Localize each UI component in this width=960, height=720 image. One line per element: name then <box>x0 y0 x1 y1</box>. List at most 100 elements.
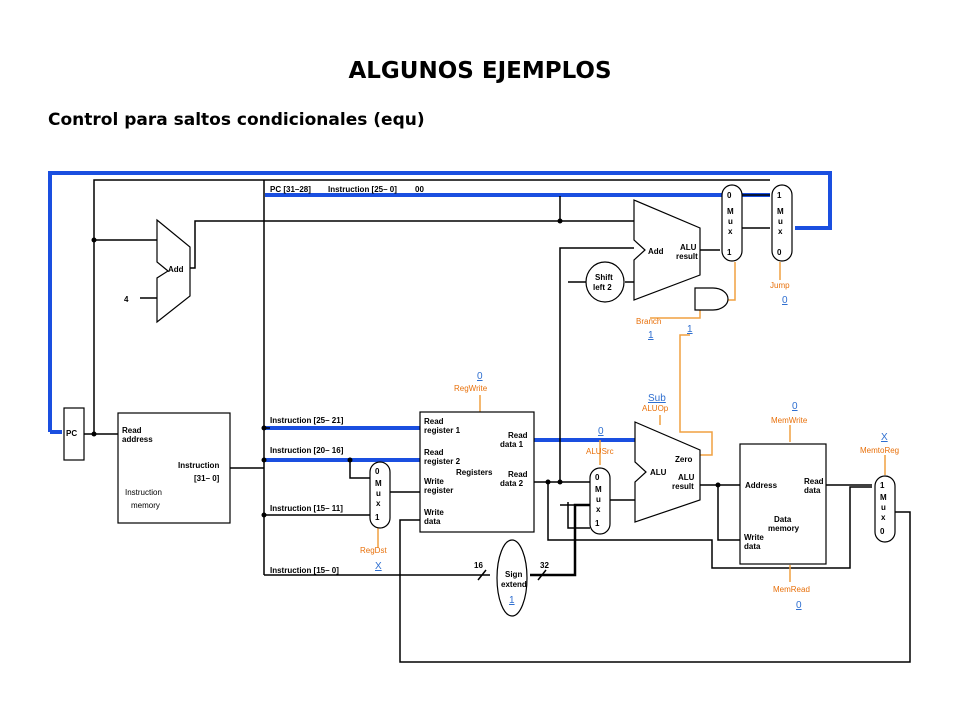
bits-32-label: 32 <box>540 561 549 570</box>
branch-mux-1: 1 <box>727 248 732 257</box>
pc-register <box>63 407 85 461</box>
regdst-mux-1: 1 <box>375 513 380 522</box>
read-reg2-label: Read <box>424 448 444 457</box>
read-reg2-label-2: register 2 <box>424 457 461 466</box>
jump-mux-u: u <box>778 217 783 226</box>
instr-15-11-label: Instruction [15– 11] <box>270 504 343 513</box>
alusrc-mux-u: u <box>596 495 601 504</box>
branch-value: 1 <box>648 330 654 341</box>
instr-25-0-label: Instruction [25– 0] <box>328 185 397 194</box>
branch-signal-label: Branch <box>636 317 661 326</box>
regdst-signal-label: RegDst <box>360 546 387 555</box>
branch-alu-label: ALU <box>680 243 697 252</box>
jump-value: 0 <box>782 295 788 306</box>
alu-result-label-2: result <box>672 482 694 491</box>
memread-signal-label: MemRead <box>773 585 810 594</box>
branch-mux-0: 0 <box>727 191 732 200</box>
bus-slash-32 <box>537 569 547 581</box>
aluop-value: Sub <box>648 393 666 404</box>
write-data-label-2: data <box>424 517 441 526</box>
read-data1-label-2: data 1 <box>500 440 524 449</box>
imem-label-2: memory <box>131 501 160 510</box>
memtoreg-mux-x: x <box>881 513 886 522</box>
imem-label: Instruction <box>125 488 162 497</box>
sign-extend-out-wire <box>530 503 590 577</box>
pc-bits-label: PC [31–28] <box>270 185 311 194</box>
aluop-signal-label: ALUOp <box>642 404 669 413</box>
sign-extend-label: Sign <box>505 570 522 579</box>
dm-label: Data <box>774 515 792 524</box>
pc-adder-label: Add <box>168 265 184 274</box>
alusrc-mux <box>589 467 611 535</box>
data-memory <box>739 443 827 565</box>
sign-extend-label-2: extend <box>501 580 527 589</box>
instruction-memory <box>117 412 231 524</box>
shift-00-label: 00 <box>415 185 424 194</box>
regdst-value: X <box>375 561 382 572</box>
write-data-label: Write <box>424 508 444 517</box>
regwrite-signal-label: RegWrite <box>454 384 488 393</box>
regdst-mux <box>369 461 391 529</box>
read-data2-label-2: data 2 <box>500 479 524 488</box>
memtoreg-value: X <box>881 432 888 443</box>
memtoreg-mux <box>874 475 896 543</box>
jump-mux-1: 1 <box>777 191 782 200</box>
dm-label-2: memory <box>768 524 800 533</box>
branch-result-label: result <box>676 252 698 261</box>
read-data1-label: Read <box>508 431 528 440</box>
registers-label: Registers <box>456 468 493 477</box>
dm-read-data-label-2: data <box>804 486 821 495</box>
alu-label: ALU <box>650 468 667 477</box>
regwrite-value: 0 <box>477 371 483 382</box>
write-reg-label: Write <box>424 477 444 486</box>
alusrc-mux-0: 0 <box>595 473 600 482</box>
alusrc-mux-x: x <box>596 505 601 514</box>
address-label: Address <box>745 481 778 490</box>
memwrite-value: 0 <box>792 401 798 412</box>
shift-left-2-unit <box>585 261 625 303</box>
jump-mux-x: x <box>778 227 783 236</box>
branch-adder <box>633 199 701 301</box>
instr-20-16-label: Instruction [20– 16] <box>270 446 344 455</box>
regdst-mux-u: u <box>376 489 381 498</box>
branch-mux-x: x <box>728 227 733 236</box>
bus-slash-16 <box>477 569 487 581</box>
memtoreg-mux-1: 1 <box>880 481 885 490</box>
register-file <box>419 411 535 533</box>
read-data2-label: Read <box>508 470 528 479</box>
alusrc-signal-label: ALUSrc <box>586 447 614 456</box>
regdst-mux-0: 0 <box>375 467 380 476</box>
memtoreg-signal-label: MemtoReg <box>860 446 899 455</box>
jump-mux <box>771 184 793 262</box>
read-address-label-2: address <box>122 435 153 444</box>
jump-mux-0: 0 <box>777 248 782 257</box>
branch-mux-u: u <box>728 217 733 226</box>
jump-path-wire <box>48 171 832 432</box>
alusrc-mux-m: M <box>595 485 602 494</box>
page-subtitle: Control para saltos condicionales (equ) <box>48 110 425 130</box>
instruction-bits-label: [31– 0] <box>194 474 220 483</box>
instruction-out-label: Instruction <box>178 461 219 470</box>
pc-label: PC <box>66 429 77 438</box>
instr-15-0-label: Instruction [15– 0] <box>270 566 339 575</box>
zero-label: Zero <box>675 455 692 464</box>
alusrc-value: 0 <box>598 426 604 437</box>
memread-value: 0 <box>796 600 802 611</box>
bits-16-label: 16 <box>474 561 483 570</box>
sign-extend-value: 1 <box>509 595 515 606</box>
page-title: ALGUNOS EJEMPLOS <box>348 58 612 84</box>
alusrc-mux-1: 1 <box>595 519 600 528</box>
memtoreg-mux-m: M <box>880 493 887 502</box>
shift-left-label-2: left 2 <box>593 283 612 292</box>
memtoreg-mux-u: u <box>881 503 886 512</box>
regdst-mux-x: x <box>376 499 381 508</box>
jump-signal-label: Jump <box>770 281 790 290</box>
control-wires <box>377 262 886 582</box>
branch-and-gate <box>694 287 729 311</box>
const-4-label: 4 <box>124 295 129 304</box>
read-address-label: Read <box>122 426 142 435</box>
read-reg1-label-2: register 1 <box>424 426 461 435</box>
dm-read-data-label: Read <box>804 477 824 486</box>
write-reg-label-2: register <box>424 486 453 495</box>
shift-left-label: Shift <box>595 273 613 282</box>
